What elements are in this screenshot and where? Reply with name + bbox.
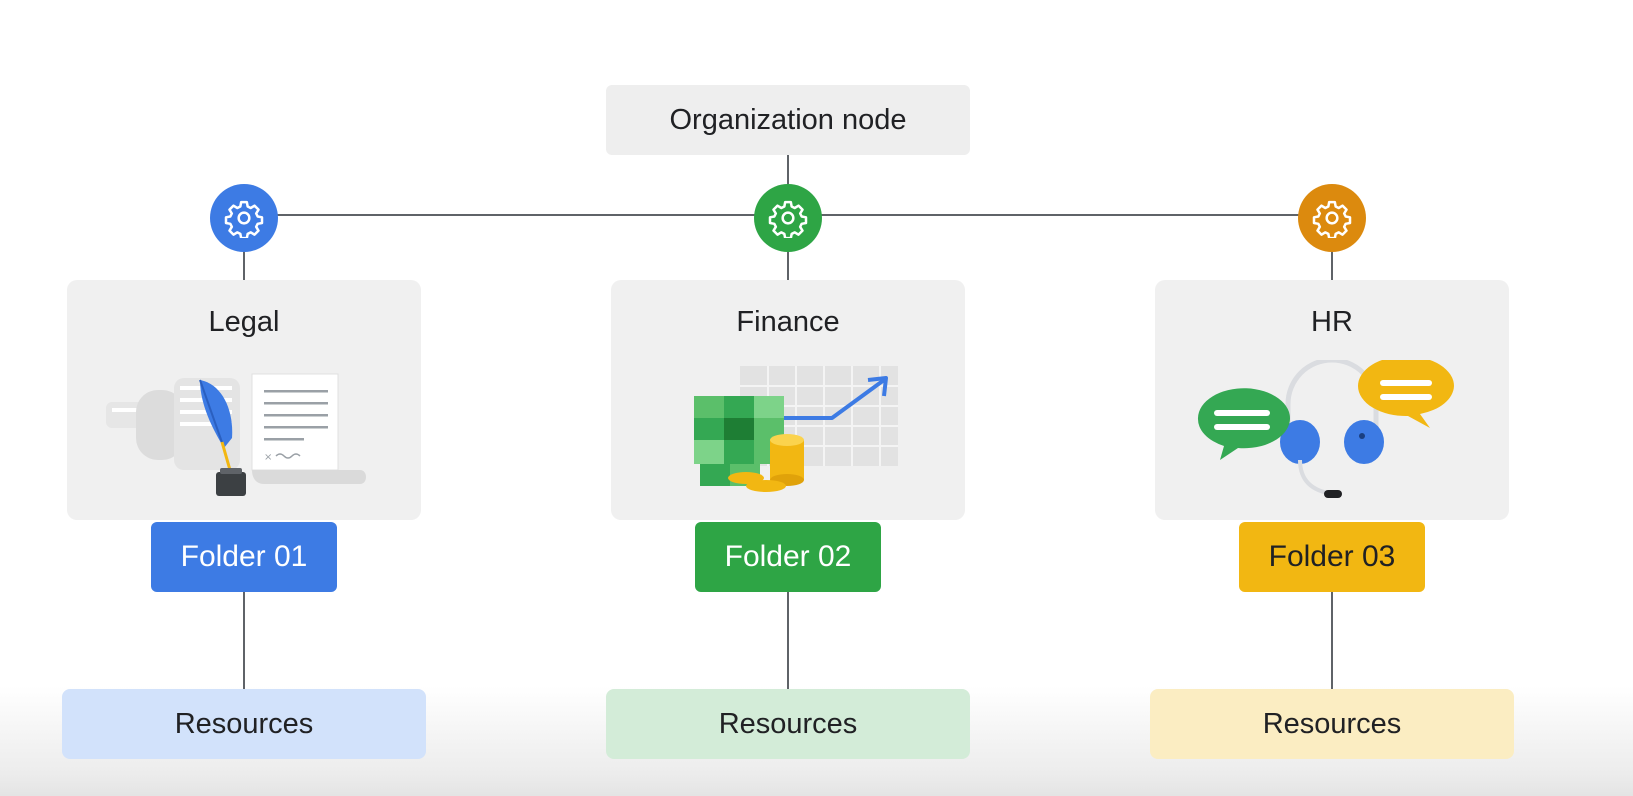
- resources-hr: Resources: [1150, 689, 1514, 759]
- folder-03[interactable]: Folder 03: [1239, 522, 1425, 592]
- department-title: Finance: [736, 306, 840, 338]
- organization-node: Organization node: [606, 85, 970, 155]
- department-title: Legal: [208, 306, 280, 338]
- connector-folder-02-resources: [787, 592, 789, 689]
- department-title: HR: [1311, 306, 1353, 338]
- gear-icon: [210, 184, 278, 252]
- resources-label: Resources: [174, 707, 314, 740]
- folder-label: Folder 03: [1268, 540, 1396, 573]
- hr-chat-headset-icon: [1197, 360, 1454, 498]
- folder-01[interactable]: Folder 01: [151, 522, 337, 592]
- resources-label: Resources: [1262, 707, 1402, 740]
- resources-label: Resources: [718, 707, 858, 740]
- department-card-hr: HR: [1155, 280, 1509, 520]
- folder-label: Folder 02: [724, 540, 852, 573]
- connector-gear-finance: [787, 250, 789, 280]
- svg-text:×: ×: [264, 452, 272, 463]
- finance-chart-icon: [694, 366, 898, 492]
- gear-icon: [1298, 184, 1366, 252]
- gear-icon: [754, 184, 822, 252]
- connector-gear-legal: [243, 250, 245, 280]
- connector-gear-hr: [1331, 250, 1333, 280]
- resources-finance: Resources: [606, 689, 970, 759]
- resources-legal: Resources: [62, 689, 426, 759]
- folder-02[interactable]: Folder 02: [695, 522, 881, 592]
- department-card-legal: Legal ×: [67, 280, 421, 520]
- department-card-finance: Finance: [611, 280, 965, 520]
- connector-folder-03-resources: [1331, 592, 1333, 689]
- organization-node-label: Organization node: [669, 103, 907, 136]
- connector-folder-01-resources: [243, 592, 245, 689]
- legal-document-icon: ×: [106, 373, 366, 496]
- folder-label: Folder 01: [180, 540, 308, 573]
